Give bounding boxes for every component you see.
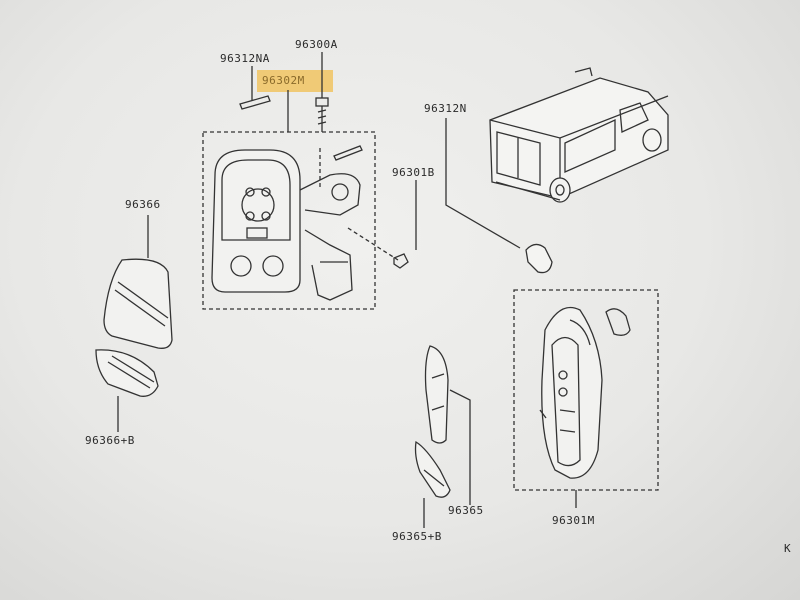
label-96312NA: 96312NA bbox=[220, 52, 270, 65]
clip-96312NA-placed bbox=[333, 145, 363, 161]
cover-96365B bbox=[414, 440, 451, 498]
label-96365: 96365 bbox=[448, 504, 484, 517]
label-96365B: 96365+B bbox=[392, 530, 442, 543]
label-96312N: 96312N bbox=[424, 102, 467, 115]
mirror-housing-96301M bbox=[539, 306, 631, 479]
cover-96365 bbox=[424, 345, 449, 444]
clip-96312NA bbox=[239, 95, 271, 110]
assembly-box-96301M bbox=[513, 289, 659, 491]
mirror-glass-96366 bbox=[103, 258, 173, 349]
assembly-box-96302M bbox=[202, 131, 376, 310]
label-96366B: 96366+B bbox=[85, 434, 135, 447]
label-96301M: 96301M bbox=[552, 514, 595, 527]
lamp-lens-96312N bbox=[525, 243, 553, 274]
label-96366: 96366 bbox=[125, 198, 161, 211]
nut-96301B bbox=[393, 253, 409, 269]
label-96302M: 96302M bbox=[262, 74, 305, 87]
part-number-highlight bbox=[257, 70, 333, 92]
label-96301B: 96301B bbox=[392, 166, 435, 179]
mirror-assembly bbox=[211, 149, 361, 301]
bolt-96300A bbox=[315, 97, 329, 132]
label-96300A: 96300A bbox=[295, 38, 338, 51]
van-illustration bbox=[489, 67, 669, 203]
corner-label: K bbox=[784, 542, 792, 555]
